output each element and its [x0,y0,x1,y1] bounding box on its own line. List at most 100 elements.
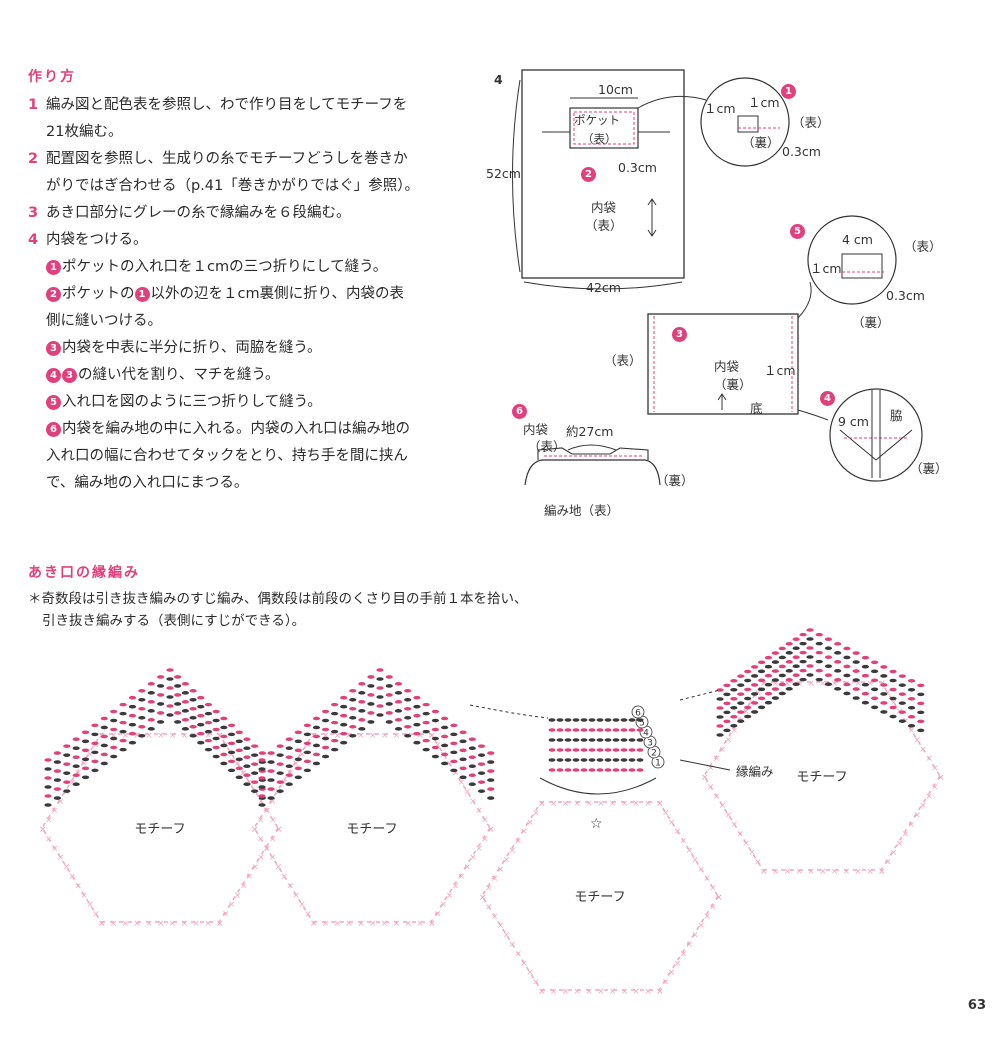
edging-stitch [376,695,384,699]
edging-stitch [564,738,572,742]
edging-stitch [63,780,71,784]
motif-stitch: × [526,968,534,978]
edging-stitch [72,746,80,751]
edging-stitch [596,738,604,742]
motif-stitch: × [98,919,106,929]
edging-stitch [128,731,137,736]
edging-stitch [907,696,916,701]
edging-stitch [294,757,302,762]
edging-stitch [450,768,458,773]
edging-stitch [331,711,339,716]
motif-stitch: × [475,844,483,854]
edging-stitch [331,720,339,725]
edging-stitch [385,720,393,724]
edging-stitch [556,718,564,722]
edging-stitch [572,758,580,762]
motif-stitch: × [509,846,517,856]
edging-stitch [258,794,266,798]
motif-stitch: × [878,867,886,877]
edging-stitch [422,738,430,743]
edging-stitch [243,764,251,769]
height-dimension-line [512,79,521,273]
edging-stitch [785,669,793,673]
edging-stitch [100,743,108,748]
motif-stitch: × [463,863,471,873]
edging-stitch [303,759,311,764]
edging-stitch [189,724,197,729]
edging-stitch [620,758,628,762]
motif-stitch: × [463,787,471,797]
motif-stitch: × [122,731,130,741]
detail-5-a: 4 cm [842,232,873,247]
detail-4-circle [829,388,923,482]
edging-stitch [235,739,243,744]
edging-stitch [189,733,197,738]
motif-stitch: × [74,769,82,779]
edging-stitch [220,743,228,748]
motif-label: モチーフ [796,770,847,785]
edging-stitch [824,637,833,642]
motif-stitch: × [550,799,558,809]
motif-stitch: × [45,816,53,826]
edging-stitch [243,737,251,742]
edging-stitch [312,752,321,757]
edging-stitch [737,701,745,705]
motif-stitch: × [772,679,780,689]
motif-stitch: × [393,919,401,929]
edging-stitch [556,728,564,732]
edging-stitch [321,709,330,714]
step-4: 4 内袋をつける。 [28,232,148,248]
edging-stitch [181,718,189,722]
edging-stitch [181,727,189,731]
edging-stitch [871,705,879,710]
edging-stitch [358,682,366,686]
edging-stitch [321,736,330,741]
edging-stitch [898,701,906,705]
edging-stitch [764,655,773,660]
bag-side-label: （表） [585,218,623,233]
motif-stitch: × [632,799,640,809]
motif-stitch: × [257,834,265,844]
edging-stitch [778,682,786,687]
motif-stitch: × [481,834,489,844]
edging-stitch [91,723,99,728]
edging-stitch [548,728,556,732]
edging-stitch [157,693,165,697]
edging-stitch [764,700,773,705]
edging-stitch [81,757,90,762]
edging-stitch [917,719,925,724]
motif-stitch: × [919,801,927,811]
motif-stitch: × [69,778,77,788]
edging-stitch [751,674,759,678]
edging-stitch [174,720,182,724]
edging-stitch [806,637,814,641]
edging-stitch [620,768,628,772]
edging-stitch [367,684,375,688]
motif-stitch: × [434,910,442,920]
edging-stitch [757,669,766,674]
motif-stitch: × [63,863,71,873]
edging-stitch [580,718,588,722]
edging-stitch [441,716,449,721]
edging-stitch [166,713,174,717]
motif-stitch: × [621,987,629,997]
edging-stitch [799,650,807,655]
edging-stitch [321,754,330,759]
edging-stitch [349,733,357,738]
edging-stitch [917,683,925,688]
edging-stitch [612,718,620,722]
edging-stitch [128,695,137,700]
diagram-3-badge: 3 [672,327,687,342]
motif-stitch: × [713,792,721,802]
edging-stitch [285,737,293,742]
edging-stitch [147,727,155,731]
edging-stitch [276,744,284,748]
motif-stitch: × [609,987,617,997]
edging-stitch [413,695,421,700]
edging-stitch [340,695,348,700]
pocket-seam-label: 0.3cm [618,160,657,175]
edging-stitch [834,678,842,682]
motif-stitch: × [719,801,727,811]
motif-stitch: × [92,740,100,750]
edging-stitch [81,739,90,744]
